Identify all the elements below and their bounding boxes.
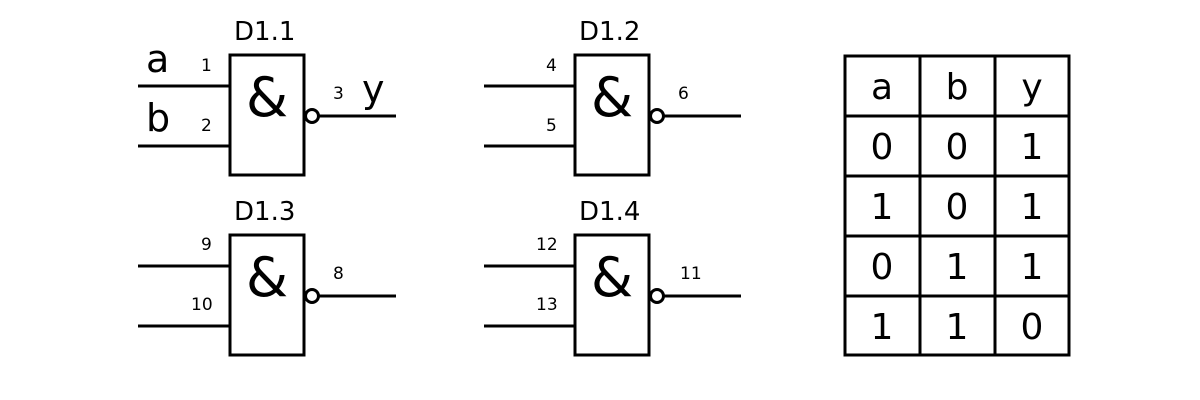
table-cell: 1 [1021, 247, 1044, 288]
and-symbol: & [246, 246, 288, 309]
pin-number: 8 [333, 264, 344, 284]
table-cell: 0 [946, 187, 969, 228]
table-cell: 0 [946, 127, 969, 168]
table-cell: 1 [1021, 127, 1044, 168]
gate-title: D1.3 [234, 197, 295, 227]
signal-label-a: a [146, 37, 169, 81]
table-header-cell: b [946, 67, 969, 108]
gate-title: D1.2 [579, 17, 640, 47]
pin-number: 10 [191, 295, 213, 315]
pin-number: 11 [680, 264, 702, 284]
table-cell: 0 [871, 247, 894, 288]
gate-body [228, 53, 306, 177]
and-symbol: & [246, 66, 288, 129]
and-symbol: & [591, 246, 633, 309]
pin-number: 5 [546, 116, 557, 136]
gate-body [573, 233, 651, 357]
inversion-bubble [649, 108, 665, 124]
gate-body [228, 233, 306, 357]
and-symbol: & [591, 66, 633, 129]
nand-gate-d1-3 [138, 233, 396, 357]
pin-number: 6 [678, 84, 689, 104]
inversion-bubble [649, 288, 665, 304]
table-cell: 1 [946, 307, 969, 348]
pin-number: 3 [333, 84, 344, 104]
nand-gate-d1-2 [484, 53, 741, 177]
table-cell: 1 [871, 307, 894, 348]
table-cell: 0 [1021, 307, 1044, 348]
signal-label-y: y [362, 67, 385, 111]
table-header-cell: a [871, 67, 893, 108]
table-cell: 1 [946, 247, 969, 288]
table-cell: 1 [1021, 187, 1044, 228]
pin-number: 9 [201, 235, 212, 255]
inversion-bubble [304, 288, 320, 304]
pin-number: 2 [201, 116, 212, 136]
inversion-bubble [304, 108, 320, 124]
gate-title: D1.4 [579, 197, 640, 227]
signal-label-b: b [146, 96, 170, 140]
nand-gate-d1-1 [138, 53, 396, 177]
table-cell: 0 [871, 127, 894, 168]
pin-number: 4 [546, 56, 557, 76]
nand-gate-d1-4 [484, 233, 741, 357]
truth-table: a b y 0 0 1 1 0 1 0 1 1 1 1 0 [843, 54, 1071, 357]
table-cell: 1 [871, 187, 894, 228]
pin-number: 13 [536, 295, 558, 315]
gate-body [573, 53, 651, 177]
pin-number: 12 [536, 235, 558, 255]
gate-title: D1.1 [234, 17, 295, 47]
table-header-cell: y [1021, 67, 1042, 108]
pin-number: 1 [201, 56, 212, 76]
truth-table-grid [843, 54, 1071, 357]
